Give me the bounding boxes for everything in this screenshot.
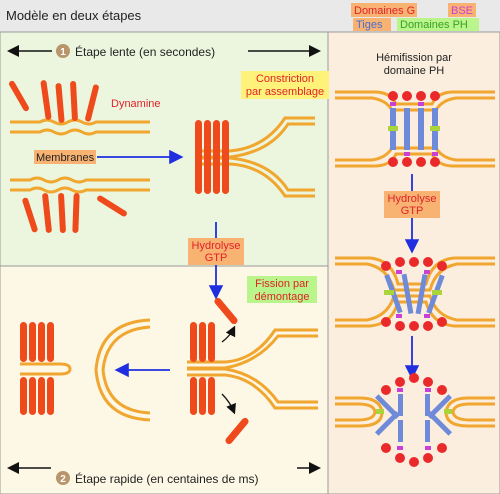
legend-bse: BSE (451, 5, 473, 17)
constricted-membrane (198, 116, 315, 198)
hydrolysis-label-right-line2: GTP (401, 205, 424, 217)
fission-label-line1: Fission par (255, 278, 309, 290)
legend-bse-bg (448, 3, 476, 17)
fast-step-label-bg (51, 460, 297, 476)
constriction-label-bg (241, 71, 329, 99)
right-stage1-dynamin (388, 91, 440, 167)
disassembly-arrow-down (221, 393, 236, 415)
right-stage1-membrane (335, 90, 495, 168)
slow-step-label-bg (52, 43, 248, 59)
fast-step-label: Étape rapide (en centaines de ms) (75, 471, 258, 486)
hydrolysis-label-right-line1: Hydrolyse (388, 193, 437, 205)
slow-step-number-badge (56, 44, 70, 58)
legend-stalks: Tiges (356, 19, 383, 31)
disassembling-membrane (187, 328, 318, 410)
right-stage3-membrane (335, 396, 495, 428)
hemifission-label-line1: Hémifission par (376, 52, 452, 64)
fission-label-bg (247, 276, 317, 303)
hydrolysis-label-right-bg (384, 191, 440, 218)
released-neck (20, 362, 72, 376)
fast-step-number-badge (56, 471, 70, 485)
constriction-label-line2: par assemblage (246, 86, 324, 98)
legend-g-bg (351, 3, 417, 17)
fission-label-line2: démontage (254, 291, 309, 303)
legend-g-domains: Domaines G (354, 5, 415, 17)
membranes-bottom-left (10, 176, 150, 194)
dynamin-rods-released (20, 322, 54, 415)
hydrolysis-label-left-line2: GTP (205, 252, 228, 264)
legend-stalks-bg (353, 18, 391, 31)
slow-step-label: Étape lente (en secondes) (75, 44, 215, 59)
header-title: Modèle en deux étapes (6, 8, 142, 23)
legend-ph-bg (397, 18, 479, 31)
membranes-label: Membranes (36, 152, 95, 164)
hemifission-label-line2: domaine PH (384, 65, 445, 77)
dynamin-rods-bottom-left (22, 193, 127, 233)
dynamin-rods-disassembling (190, 297, 249, 445)
fast-step-number: 2 (60, 474, 66, 485)
released-vesicle (94, 318, 151, 422)
membranes-label-bg (34, 150, 96, 164)
right-stage3-dynamin (374, 373, 453, 467)
constriction-label-line1: Constriction (256, 73, 314, 85)
legend-ph-domains: Domaines PH (400, 19, 468, 31)
slow-step-number: 1 (60, 47, 66, 58)
disassembly-arrow-up (221, 325, 236, 343)
hydrolysis-label-left-line1: Hydrolyse (192, 240, 241, 252)
dynamin-label: Dynamine (111, 98, 161, 110)
dynamin-spiral-constricted (195, 120, 229, 194)
membranes-top-left (10, 118, 150, 136)
dynamin-rods-top-left (9, 80, 99, 123)
hydrolysis-label-left-bg (188, 238, 244, 265)
right-stage2-dynamin (381, 257, 447, 331)
